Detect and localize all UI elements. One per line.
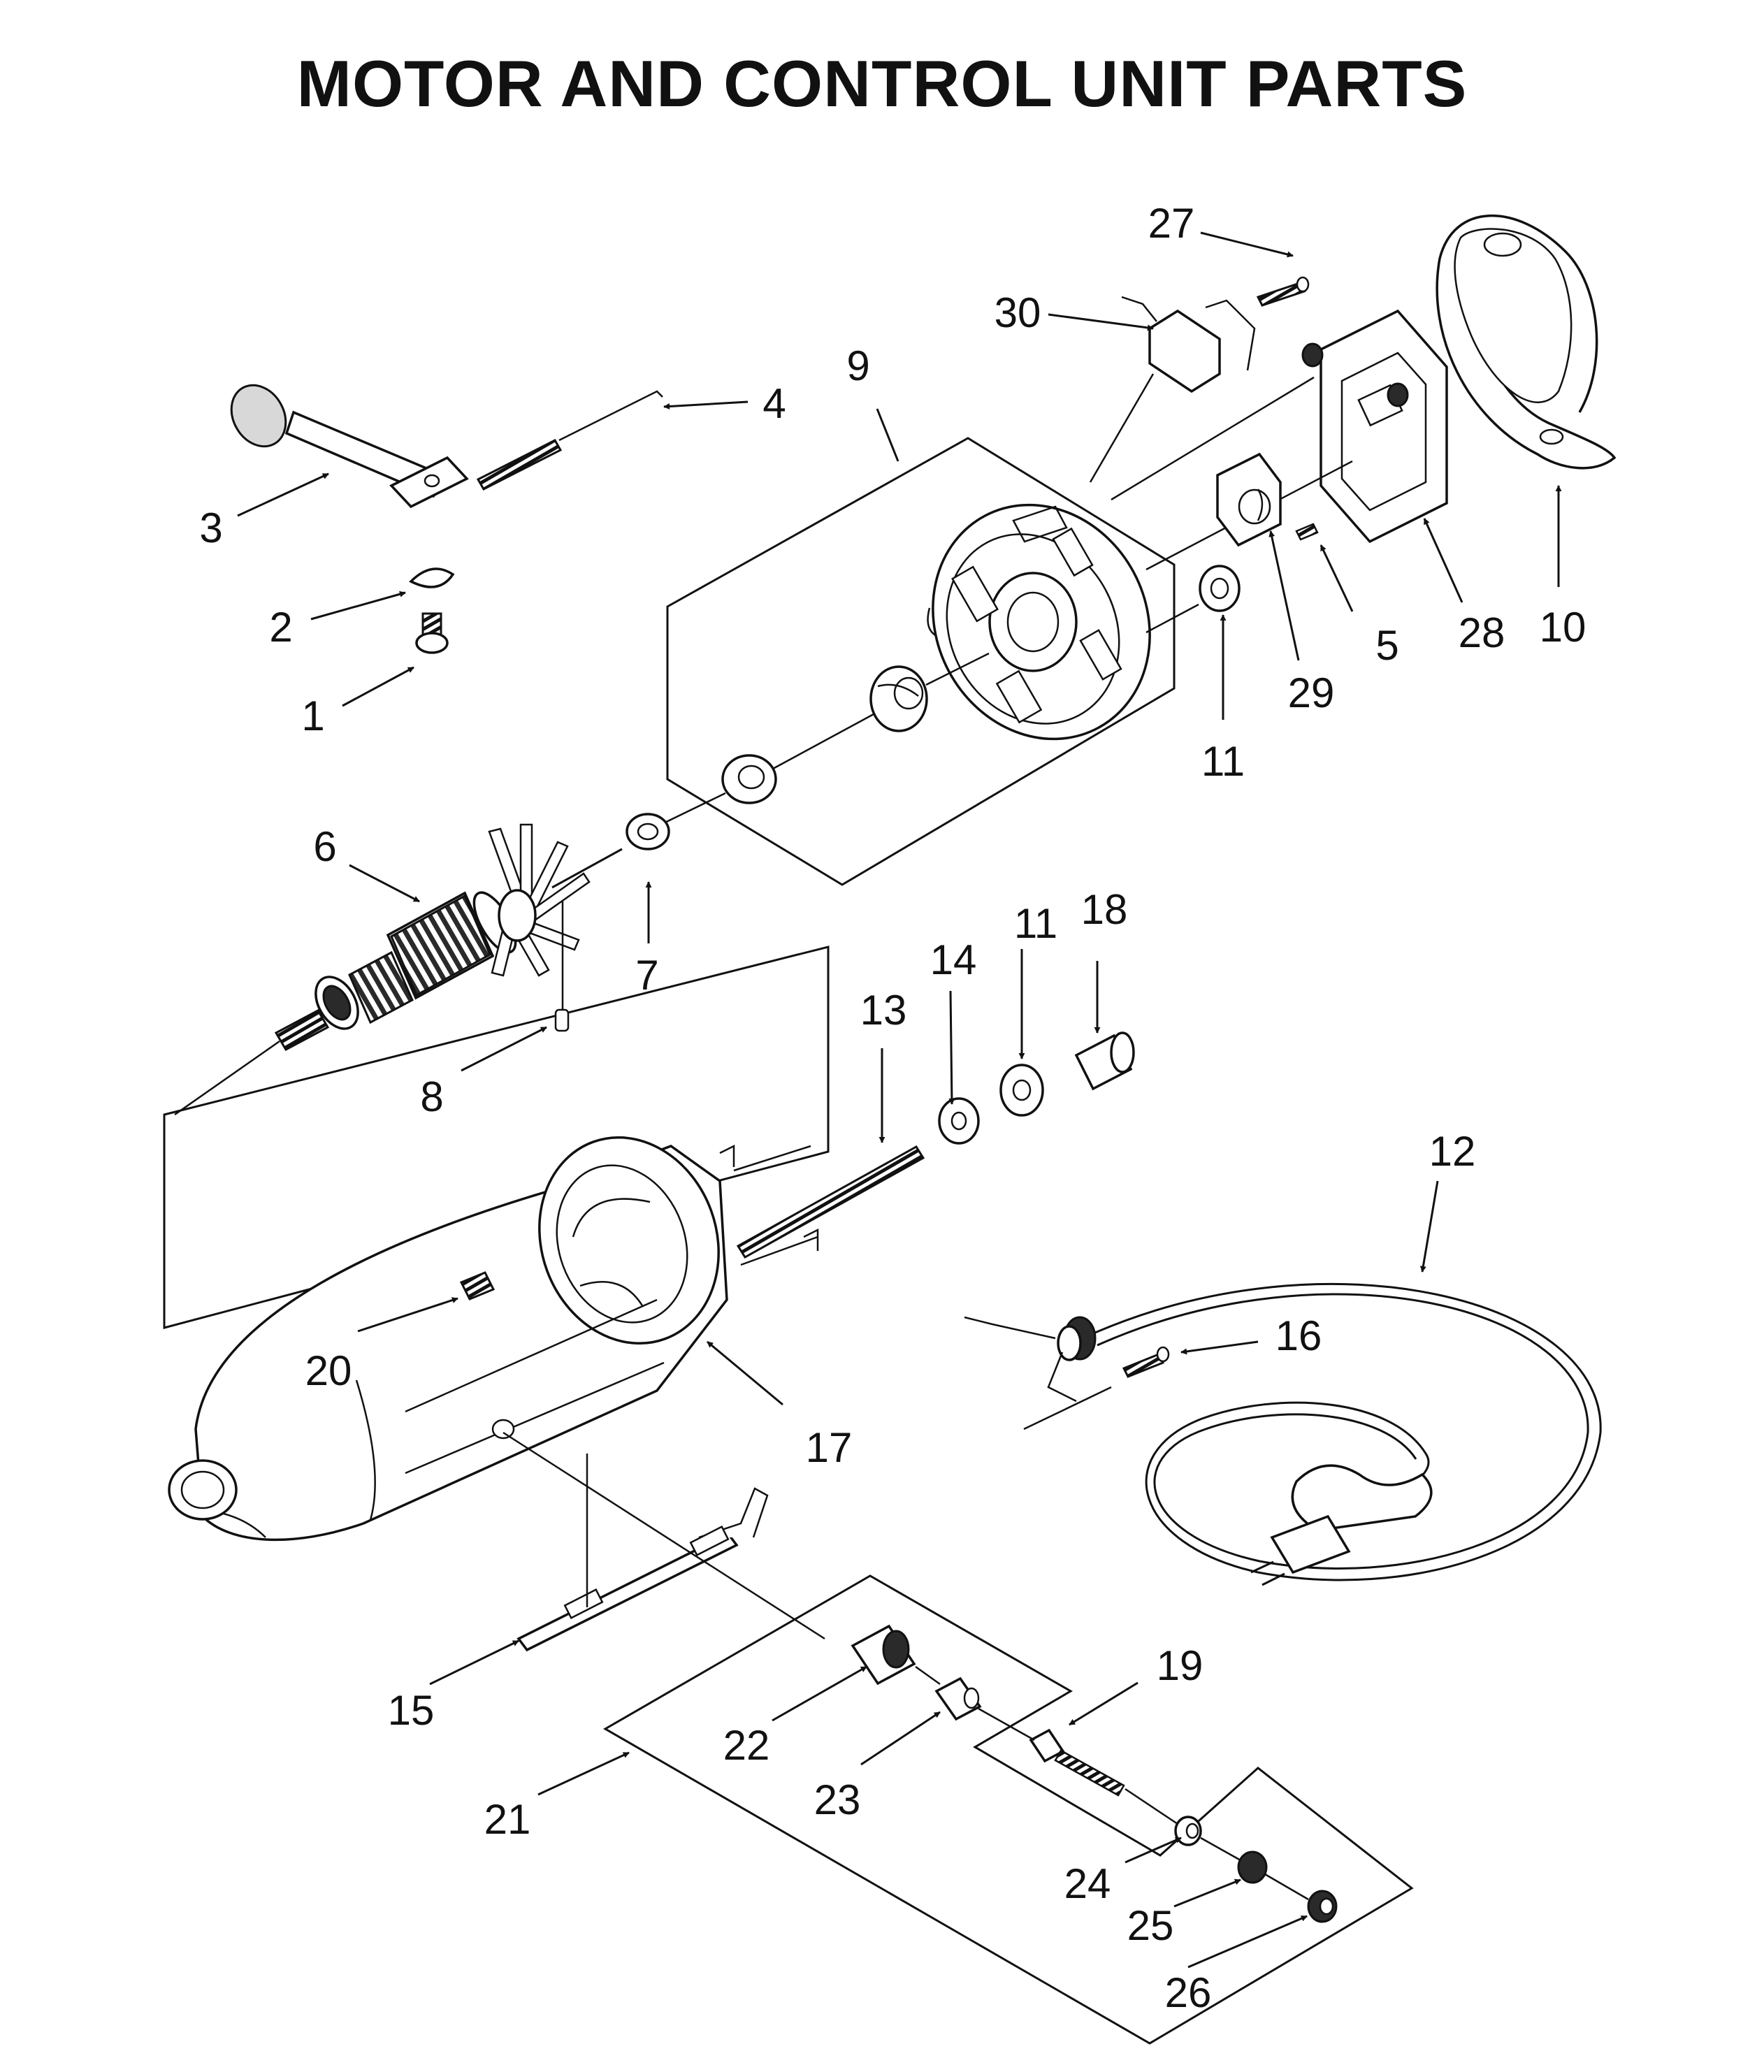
callout-8: 8 bbox=[420, 1073, 443, 1120]
callout-9: 9 bbox=[846, 342, 869, 389]
callout-24: 24 bbox=[1064, 1860, 1111, 1907]
callout-6: 6 bbox=[313, 823, 336, 870]
speed-control-lever-part bbox=[230, 384, 469, 509]
screw-part-5 bbox=[1295, 523, 1319, 541]
cap-part bbox=[1307, 1890, 1338, 1923]
callout-27: 27 bbox=[1148, 200, 1195, 247]
threaded-shaft-part bbox=[736, 1145, 925, 1259]
callout-22: 22 bbox=[723, 1722, 770, 1769]
page-title: MOTOR AND CONTROL UNIT PARTS bbox=[297, 47, 1468, 120]
callout-28: 28 bbox=[1459, 609, 1505, 656]
shaped-washer-part bbox=[409, 567, 455, 588]
callout-15: 15 bbox=[388, 1687, 435, 1734]
screw-part-16 bbox=[1122, 1346, 1170, 1378]
callout-25: 25 bbox=[1127, 1902, 1174, 1949]
callout-30: 30 bbox=[995, 289, 1041, 336]
washer-part bbox=[626, 813, 670, 850]
callout-4: 4 bbox=[762, 380, 786, 427]
callout-10: 10 bbox=[1540, 604, 1586, 651]
governor-part bbox=[1216, 452, 1282, 547]
callout-numbers: 1 2 3 4 5 6 7 8 9 10 11 11 12 13 14 15 1… bbox=[199, 200, 1586, 2016]
callout-26: 26 bbox=[1165, 1969, 1212, 2016]
spacer-part bbox=[1074, 1031, 1135, 1091]
callout-12: 12 bbox=[1429, 1128, 1476, 1175]
callout-5: 5 bbox=[1375, 622, 1398, 669]
pin-part bbox=[554, 901, 570, 1032]
gasket-part bbox=[1436, 214, 1617, 470]
callout-29: 29 bbox=[1288, 669, 1335, 716]
callout-17: 17 bbox=[806, 1424, 853, 1471]
motor-housing-part bbox=[168, 1136, 819, 1542]
callout-1: 1 bbox=[301, 693, 324, 739]
lock-washer-part bbox=[938, 1097, 980, 1145]
end-bell-part bbox=[927, 503, 1151, 741]
sleeve-part bbox=[851, 1624, 916, 1686]
callout-16: 16 bbox=[1275, 1312, 1322, 1359]
callout-14: 14 bbox=[930, 936, 977, 983]
knob-part bbox=[1237, 1850, 1268, 1884]
armature-part bbox=[174, 823, 623, 1116]
callout-2: 2 bbox=[269, 604, 292, 651]
power-cord-part bbox=[964, 1282, 1602, 1586]
shoulder-screw-part bbox=[415, 612, 449, 654]
nut-part-lower bbox=[999, 1064, 1044, 1117]
bearing-part bbox=[869, 665, 928, 732]
terminal-block-part bbox=[1089, 296, 1256, 483]
threaded-rod-part bbox=[1029, 1728, 1125, 1797]
assembly-box-21 bbox=[603, 1574, 1414, 2045]
callout-3: 3 bbox=[199, 505, 222, 551]
coupler-part bbox=[934, 1676, 982, 1721]
set-screw-part bbox=[459, 1271, 496, 1301]
callout-18: 18 bbox=[1081, 886, 1128, 933]
callout-11-upper: 11 bbox=[1201, 738, 1245, 785]
callout-11-lower: 11 bbox=[1014, 900, 1057, 947]
callout-23: 23 bbox=[814, 1776, 861, 1823]
callout-7: 7 bbox=[635, 952, 658, 999]
control-bracket-part bbox=[503, 1431, 825, 1652]
assembly-box-9 bbox=[666, 437, 1176, 886]
leader-arrows bbox=[237, 231, 1562, 1969]
bushing-part bbox=[1174, 1816, 1202, 1846]
screw-part-27 bbox=[1256, 276, 1310, 307]
callout-13: 13 bbox=[860, 987, 907, 1034]
callout-21: 21 bbox=[484, 1796, 531, 1843]
spring-part bbox=[476, 390, 663, 491]
callout-20: 20 bbox=[305, 1347, 352, 1394]
assembly-box-armature bbox=[163, 946, 830, 1329]
retainer-clip-part bbox=[721, 754, 777, 804]
nut-part-upper bbox=[1199, 565, 1241, 612]
callout-19: 19 bbox=[1157, 1642, 1203, 1689]
